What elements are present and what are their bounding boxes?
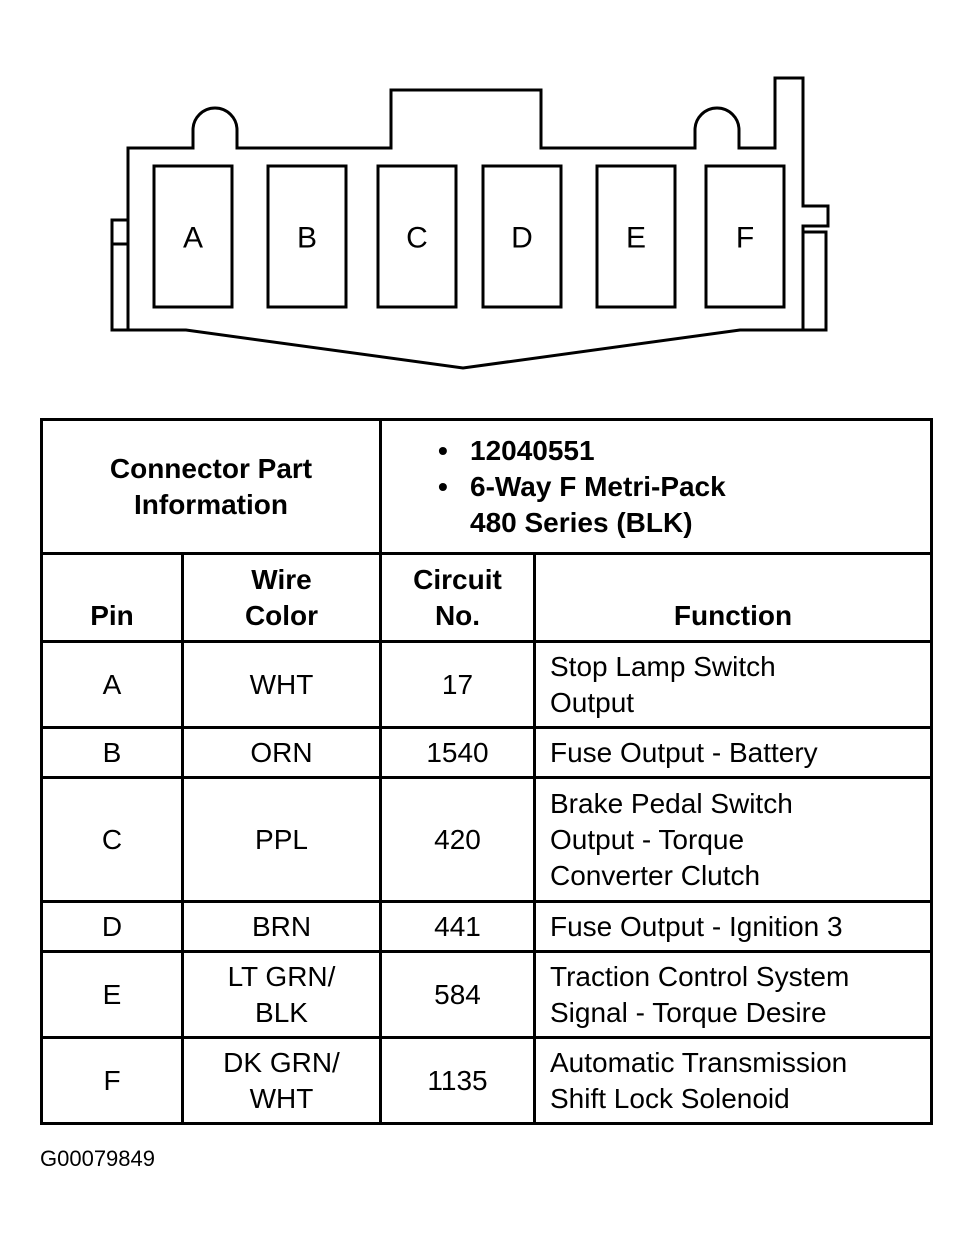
pin-label-c: C [406,222,428,255]
wire-color-line: WHT [249,668,314,700]
connector-type: 6-Way F Metri-Pack 480 Series (BLK) [470,469,726,541]
wire-color-cell: LT GRN/ BLK [181,950,382,1039]
pin-cavity-f [704,164,786,309]
connector-latch-left [110,218,128,244]
circuit-cell: 420 [379,776,536,903]
figure-code: G00079849 [40,1146,155,1171]
function-line: Signal - Torque Desire [550,996,827,1028]
part-info-label-line1: Connector Part [109,452,313,484]
header-wire-color-line1: Wire [251,564,312,595]
header-function-label: Function [673,600,793,631]
function-line: Automatic Transmission [550,1046,848,1078]
part-info-row: Connector Part Information • 12040551 • … [40,418,933,555]
pin-cell: F [40,1036,184,1125]
function-line: Output - Torque [550,823,745,855]
header-pin-label: Pin [90,600,134,631]
function-line: Traction Control System [550,960,850,992]
bullet-glyph: • [438,470,448,502]
part-number-item: • 12040551 [438,433,930,469]
wire-color-cell: BRN [181,900,382,953]
header-circuit-line1: Circuit [413,564,502,595]
table-row: B ORN 1540 Fuse Output - Battery [40,726,933,779]
pin-cavity-d [481,164,563,309]
circuit-cell: 1540 [379,726,536,779]
connector-type-item: • 6-Way F Metri-Pack 480 Series (BLK) [438,469,930,541]
header-wire-color: Wire Color [181,552,382,643]
wire-color-cell: PPL [181,776,382,903]
table-row: A WHT 17 Stop Lamp Switch Output [40,640,933,729]
pin-label-e: E [626,222,646,255]
table-row: E LT GRN/ BLK 584 Traction Control Syste… [40,950,933,1039]
wire-color-cell: WHT [181,640,382,729]
part-info-details: • 12040551 • 6-Way F Metri-Pack 480 Seri… [379,418,933,555]
function-cell: Stop Lamp Switch Output [533,640,933,729]
pin-cell: B [40,726,184,779]
table-row: D BRN 441 Fuse Output - Ignition 3 [40,900,933,953]
part-info-label-line2: Information [134,488,288,520]
pin-cell: E [40,950,184,1039]
pin-cell: D [40,900,184,953]
wire-color-line: PPL [255,823,308,855]
function-line: Stop Lamp Switch [550,650,776,682]
function-line: Fuse Output - Ignition 3 [550,910,843,942]
pin-cell: A [40,640,184,729]
function-cell: Traction Control System Signal - Torque … [533,950,933,1039]
pin-cavity-b [266,164,348,309]
connector-outline [110,76,830,370]
function-cell: Fuse Output - Ignition 3 [533,900,933,953]
circuit-cell: 17 [379,640,536,729]
part-info-label: Connector Part Information [40,418,382,555]
connector-info-table: Connector Part Information • 12040551 • … [40,418,933,1125]
circuit-cell: 1135 [379,1036,536,1125]
header-circuit: Circuit No. [379,552,536,643]
function-cell: Automatic Transmission Shift Lock Soleno… [533,1036,933,1125]
function-line: Shift Lock Solenoid [550,1082,790,1114]
connector-type-line2: 480 Series (BLK) [470,506,693,538]
wire-color-line: BLK [255,996,308,1028]
pin-cavity-e [595,164,677,309]
header-pin: Pin [40,552,184,643]
bullet-glyph: • [438,434,448,466]
function-cell: Brake Pedal Switch Output - Torque Conve… [533,776,933,903]
circuit-cell: 441 [379,900,536,953]
pin-label-b: B [297,222,317,255]
connector-type-line1: 6-Way F Metri-Pack [470,470,726,502]
circuit-cell: 584 [379,950,536,1039]
wire-color-line: BRN [251,910,312,942]
header-wire-color-line2: Color [244,600,319,631]
pin-cavities: A B C D E F [152,164,786,309]
pin-cavity-a [152,164,234,309]
wire-color-line: LT GRN/ [227,960,336,992]
wire-color-cell: ORN [181,726,382,779]
pin-label-f: F [736,222,754,255]
pin-label-d: D [511,222,533,255]
part-number: 12040551 [470,434,595,466]
pin-cavity-c [376,164,458,309]
pin-label-a: A [183,222,203,255]
header-row: Pin Wire Color Circuit No. Function [40,552,933,643]
table-row: F DK GRN/ WHT 1135 Automatic Transmissio… [40,1036,933,1125]
function-cell: Fuse Output - Battery [533,726,933,779]
function-line: Fuse Output - Battery [550,736,818,768]
pin-cell: C [40,776,184,903]
wire-color-line: ORN [250,736,313,768]
function-line: Brake Pedal Switch [550,787,793,819]
table-row: C PPL 420 Brake Pedal Switch Output - To… [40,776,933,903]
connector-diagram: A B C D E F [110,76,830,370]
wire-color-line: DK GRN/ [223,1046,340,1078]
header-function: Function [533,552,933,643]
header-circuit-line2: No. [434,600,481,631]
function-line: Output [550,686,635,718]
function-line: Converter Clutch [550,859,761,891]
wire-color-cell: DK GRN/ WHT [181,1036,382,1125]
wire-color-line: WHT [249,1082,314,1114]
